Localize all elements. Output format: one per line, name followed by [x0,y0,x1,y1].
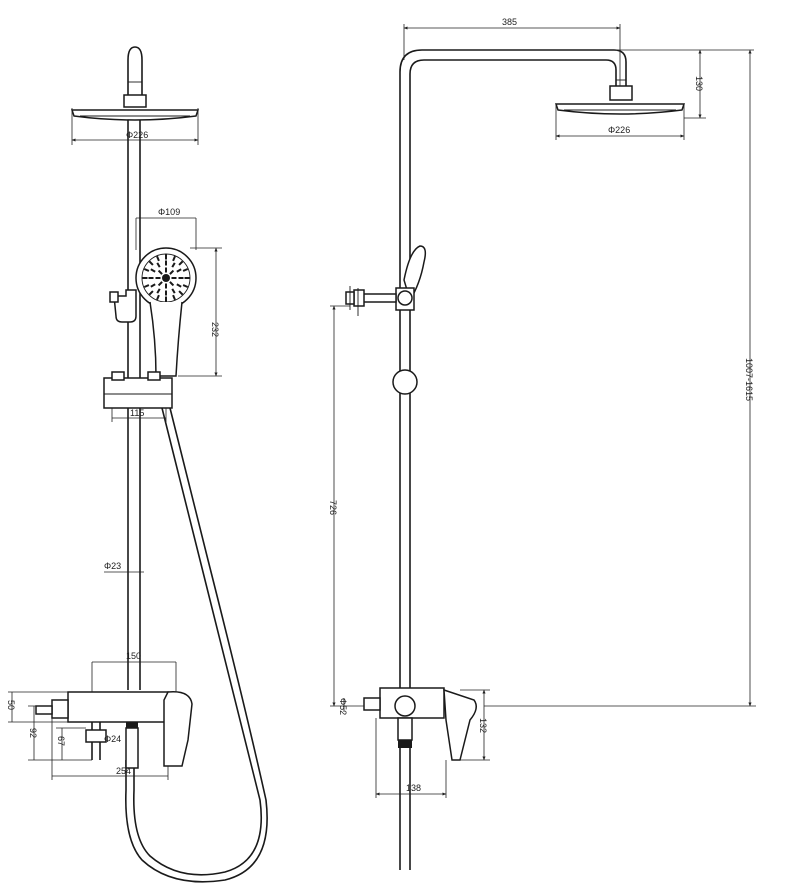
front-rain-head [70,109,200,121]
side-riser-outer [399,49,627,870]
dim-arm-reach: 385 [502,17,517,27]
dim-outlet-height: 67 [56,736,66,746]
nozzle-mark [150,268,156,273]
front-slide-holder [103,377,173,409]
side-hand-shower [403,245,427,302]
dim-front-head-diameter: Φ226 [126,130,148,140]
nozzle-mark [148,290,154,296]
side-dimensions: 385 130 Φ226 1007-1615 726 Φ52 132 [328,17,756,798]
dim-total-depth: 254 [116,766,131,776]
front-head-connector [123,94,147,108]
nozzle-mark [172,255,176,262]
nozzle-mark [169,269,175,275]
side-slide-knob [392,369,418,395]
dim-rail-diameter: Φ23 [104,561,121,571]
side-rain-head [554,103,686,115]
nozzle-mark [178,290,184,296]
side-bracket [345,286,415,316]
front-top-pipe [127,46,143,95]
nozzle-mark [176,268,182,273]
dim-mixer-depth: 138 [406,783,421,793]
front-dimensions: Φ226 Φ109 232 115 Φ23 150 50 [6,108,222,780]
nozzle-mark [157,269,163,275]
dim-bracket-height: 726 [328,500,338,515]
nozzle-mark [150,283,156,288]
nozzle-mark [182,268,189,272]
nozzle-mark [182,284,189,288]
side-mixer [363,687,477,761]
dim-inlet-diameter: Φ52 [338,698,348,715]
front-hose [133,407,262,876]
nozzle-mark [171,262,176,268]
nozzle-mark [156,288,161,294]
side-head-connector [609,85,633,101]
dim-outlet-drop: 92 [28,728,38,738]
front-bracket [113,289,137,323]
front-hand-shower [135,247,197,377]
dim-hand-shower-length: 232 [210,322,220,337]
front-mixer [35,691,193,769]
dim-spout-diameter: Φ24 [104,734,121,744]
side-riser-inner [409,59,617,870]
dim-mixer-width: 150 [126,651,141,661]
nozzle-mark [169,281,175,287]
side-view: 385 130 Φ226 1007-1615 726 Φ52 132 [328,17,756,870]
nozzle-mark [172,294,176,301]
dim-holder-offset: 115 [130,408,144,418]
dim-side-head-diameter: Φ226 [608,125,630,135]
front-view: Φ226 Φ109 232 115 Φ23 150 50 [6,46,268,883]
nozzle-mark [143,284,150,288]
dim-mixer-height-side: 132 [478,718,488,733]
dim-height-range: 1007-1615 [744,358,754,401]
nozzle-mark [148,260,154,266]
nozzle-mark [156,262,161,268]
dim-mixer-height: 50 [6,700,16,710]
nozzle-mark [178,260,184,266]
nozzle-mark [143,268,150,272]
dim-hand-shower-diameter: Φ109 [158,207,180,217]
nozzle-mark [176,283,182,288]
nozzle-mark [156,255,160,262]
nozzle-mark [157,281,163,287]
nozzle-mark [171,288,176,294]
nozzle-mark [156,294,160,301]
dim-head-drop: 130 [694,76,704,91]
